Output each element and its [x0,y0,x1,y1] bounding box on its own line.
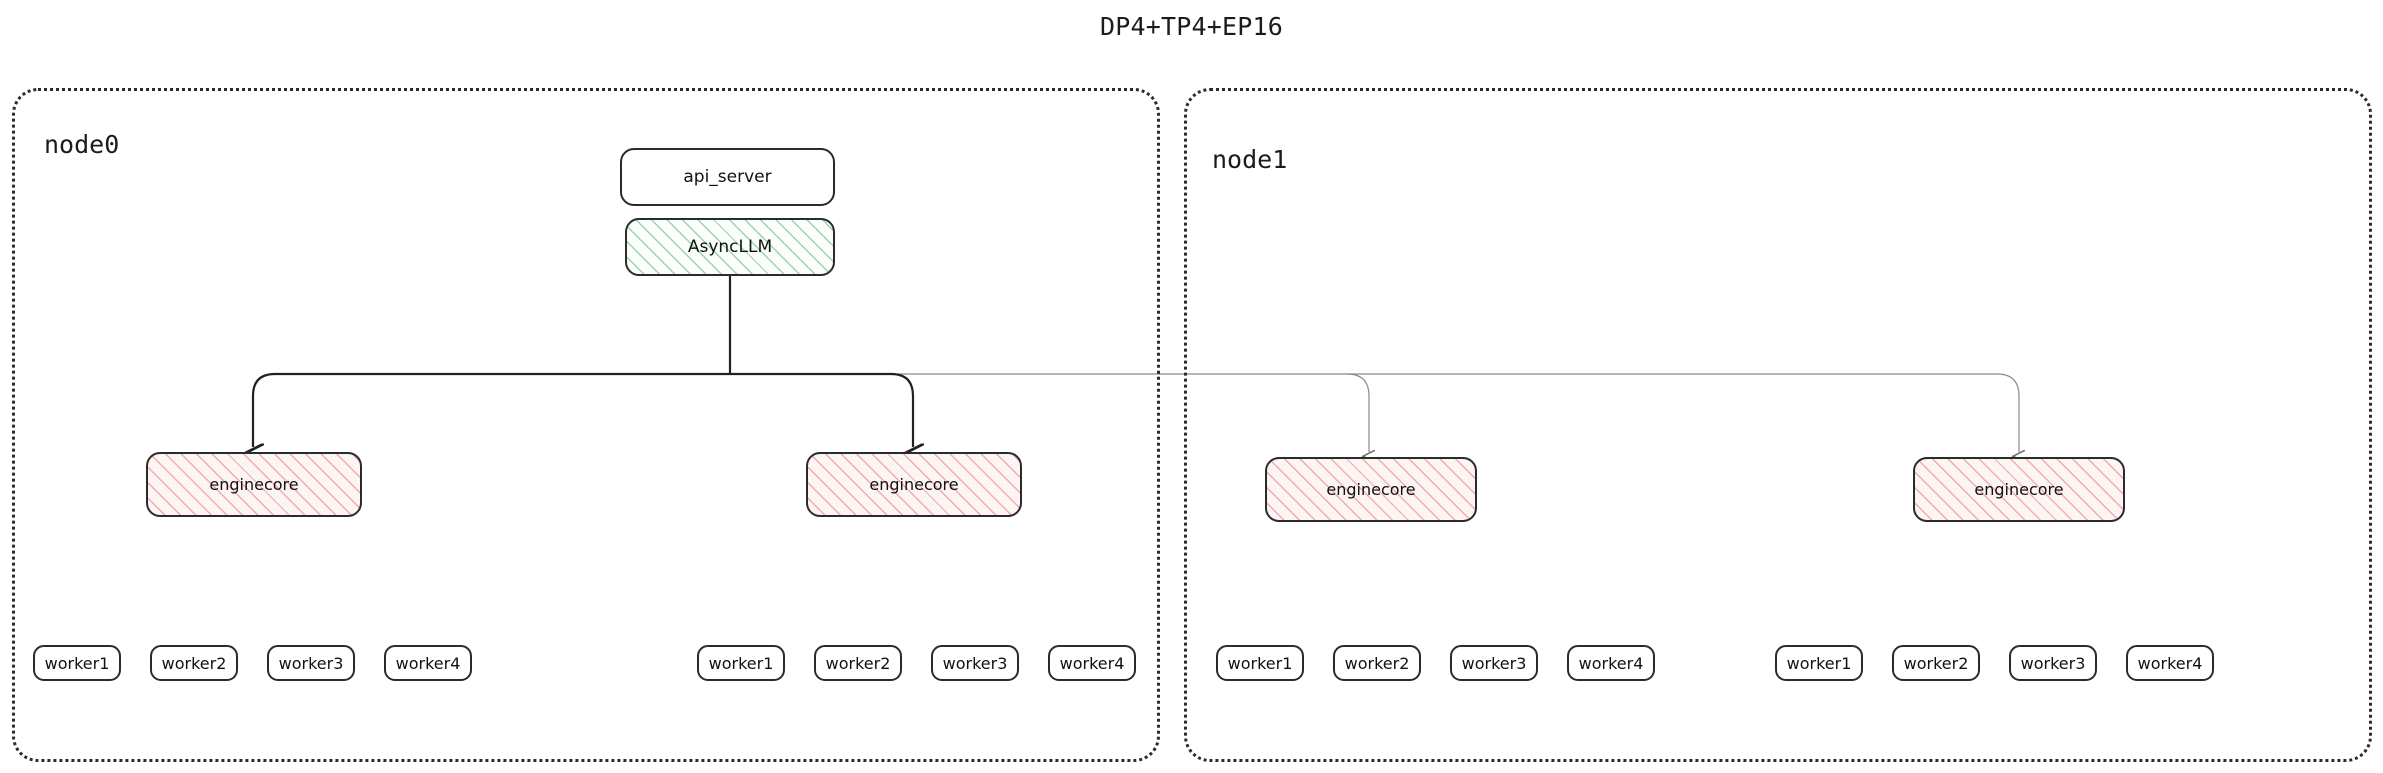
enginecore-box-1[interactable]: enginecore [806,452,1022,517]
async-llm-box[interactable]: AsyncLLM [625,218,835,276]
worker-box-node1-0-1[interactable]: worker2 [1333,645,1421,681]
worker-box-node0-0-0[interactable]: worker1 [33,645,121,681]
worker-box-node1-1-1[interactable]: worker2 [1892,645,1980,681]
node-label-node0: node0 [44,130,120,159]
node-label-node1: node1 [1212,145,1288,174]
worker-box-node0-1-2[interactable]: worker3 [931,645,1019,681]
worker-box-node0-1-0[interactable]: worker1 [697,645,785,681]
enginecore-box-0[interactable]: enginecore [146,452,362,517]
worker-box-node1-0-3[interactable]: worker4 [1567,645,1655,681]
worker-box-node0-0-2[interactable]: worker3 [267,645,355,681]
worker-box-node0-0-1[interactable]: worker2 [150,645,238,681]
worker-box-node1-1-0[interactable]: worker1 [1775,645,1863,681]
worker-box-node1-0-2[interactable]: worker3 [1450,645,1538,681]
node-container-node0 [12,88,1160,762]
worker-box-node1-0-0[interactable]: worker1 [1216,645,1304,681]
page-title: DP4+TP4+EP16 [1099,12,1283,41]
worker-box-node0-1-1[interactable]: worker2 [814,645,902,681]
enginecore-box-3[interactable]: enginecore [1913,457,2125,522]
worker-box-node0-0-3[interactable]: worker4 [384,645,472,681]
node-container-node1 [1184,88,2372,762]
worker-box-node0-1-3[interactable]: worker4 [1048,645,1136,681]
worker-box-node1-1-2[interactable]: worker3 [2009,645,2097,681]
api-server-box[interactable]: api_server [620,148,835,206]
enginecore-box-2[interactable]: enginecore [1265,457,1477,522]
worker-box-node1-1-3[interactable]: worker4 [2126,645,2214,681]
